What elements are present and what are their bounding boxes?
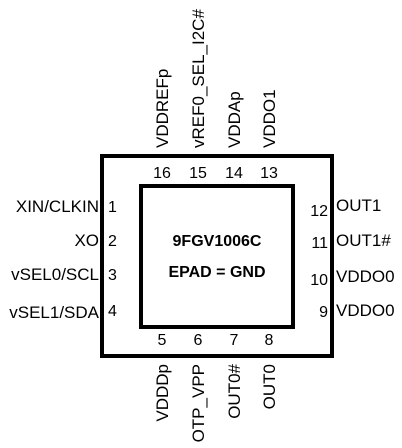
pin-10-number: 10 [310, 272, 328, 289]
pin-8-number: 8 [265, 332, 274, 349]
pin-12-number: 12 [310, 203, 328, 220]
pin-6-name: OTP_VPP [189, 364, 208, 442]
chip-epad-label: EPAD = GND [168, 264, 265, 281]
pin-11-name: OUT1# [336, 231, 391, 250]
pin-13-number: 13 [260, 165, 278, 182]
pin-12-name: OUT1 [336, 196, 381, 215]
pin-9-name: VDDO0 [336, 301, 395, 320]
pin-6-number: 6 [194, 332, 203, 349]
pin-15-name: vREF0_SEL_I2C# [189, 9, 208, 148]
pin-4-name: vSEL1/SDA [9, 303, 99, 322]
pin-3-name: vSEL0/SCL [11, 265, 99, 284]
pin-2-number: 2 [108, 233, 117, 250]
pin-14-number: 14 [225, 165, 243, 182]
pin-10-name: VDDO0 [336, 267, 395, 286]
pin-3-number: 3 [108, 267, 117, 284]
pin-15-number: 15 [189, 165, 207, 182]
pin-13-name: VDDO1 [260, 89, 279, 148]
exposed-pad [139, 184, 295, 329]
pin-2-name: XO [74, 231, 99, 250]
pin-1-number: 1 [108, 199, 117, 216]
chip-part-number: 9FGV1006C [173, 233, 262, 250]
pin-7-number: 7 [230, 332, 239, 349]
pin-11-number: 11 [311, 235, 328, 252]
pin-5-name: VDDDp [153, 364, 172, 422]
pin-5-number: 5 [158, 332, 167, 349]
pin-14-name: VDDAp [225, 91, 244, 148]
pin-4-number: 4 [108, 303, 117, 320]
pin-7-name: OUT0# [225, 363, 244, 418]
pin-1-name: XIN/CLKIN [16, 197, 99, 216]
pin-16-number: 16 [153, 165, 171, 182]
pin-9-number: 9 [319, 304, 328, 321]
pin-16-name: VDDREFp [153, 69, 172, 148]
pin-8-name: OUT0 [260, 364, 279, 409]
package-outline [100, 154, 334, 358]
